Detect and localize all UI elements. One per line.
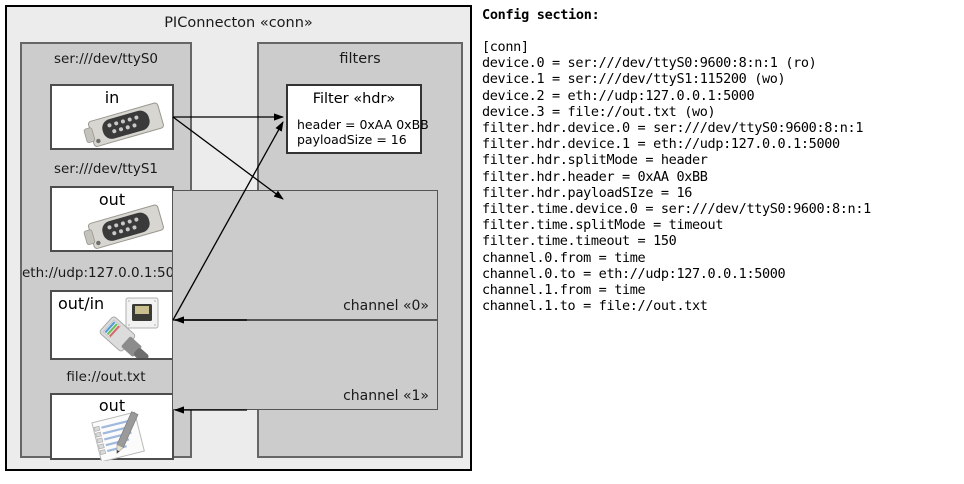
config-line: filter.hdr.device.0 = ser:///dev/ttyS0:9… xyxy=(482,120,864,137)
config-line: filter.time.device.0 = ser:///dev/ttyS0:… xyxy=(482,201,871,218)
serial-port-icon xyxy=(80,102,170,148)
config-line: filter.time.splitMode = timeout xyxy=(482,217,724,234)
config-line: device.0 = ser:///dev/ttyS0:9600:8:n:1 (… xyxy=(482,55,817,72)
config-line: device.3 = file://out.txt (wo) xyxy=(482,103,716,120)
filter-hdr-title: Filter «hdr» xyxy=(312,91,396,107)
config-line: device.2 = eth://udp:127.0.0.1:5000 xyxy=(482,87,755,104)
ethernet-plug-icon xyxy=(72,296,172,363)
filter-hdr-attr-header: header = 0xAA 0xBB xyxy=(297,117,429,132)
config-lines-list: [conn]device.0 = ser:///dev/ttyS0:9600:8… xyxy=(482,39,960,314)
devices-panel: ser:///dev/ttyS0 in xyxy=(20,42,192,463)
device-node-ttys1[interactable]: out xyxy=(50,186,174,252)
device-caption-ttys1: out xyxy=(98,190,126,209)
device-caption-file: out xyxy=(98,396,126,415)
device-node-ttys0[interactable]: in xyxy=(50,84,174,150)
channel-box-0[interactable]: channel «0» xyxy=(172,190,438,320)
device-label-ttys0: ser:///dev/ttyS0 xyxy=(54,51,158,67)
config-line: channel.0.from = time xyxy=(482,249,646,266)
config-line: filter.hdr.splitMode = header xyxy=(482,152,708,169)
channel-box-1[interactable]: channel «1» xyxy=(172,320,438,410)
config-line: channel.1.from = time xyxy=(482,282,646,299)
device-node-eth[interactable]: out/in xyxy=(50,290,174,363)
config-line: filter.time.timeout = 150 xyxy=(482,233,677,250)
text-file-icon xyxy=(82,411,162,463)
config-line: filter.hdr.device.1 = eth://udp:127.0.0.… xyxy=(482,136,840,153)
filter-node-hdr[interactable]: Filter «hdr» header = 0xAA 0xBB payloadS… xyxy=(286,84,429,154)
filter-hdr-attr-payloadsize: payloadSize = 16 xyxy=(297,132,407,147)
channel-0-label: channel «0» xyxy=(343,298,429,314)
config-heading: Config section: xyxy=(482,7,600,23)
config-line: channel.0.to = eth://udp:127.0.0.1:5000 xyxy=(482,265,786,282)
device-node-file[interactable]: out xyxy=(50,393,174,463)
channel-1-label: channel «1» xyxy=(343,388,429,404)
filters-panel-title: filters xyxy=(339,51,381,67)
config-line: [conn] xyxy=(482,39,529,55)
config-line: filter.hdr.payloadSIze = 16 xyxy=(482,184,692,201)
config-line: filter.hdr.header = 0xAA 0xBB xyxy=(482,168,708,185)
config-line: channel.1.to = file://out.txt xyxy=(482,298,708,315)
connector-diagram: PIConnecton «conn» ser:///dev/ttyS0 in xyxy=(5,5,472,471)
diagram-title: PIConnecton «conn» xyxy=(164,15,313,31)
device-label-eth: eth://udp:127.0.0.1:5000 xyxy=(22,265,192,281)
config-line: device.1 = ser:///dev/ttyS1:115200 (wo) xyxy=(482,71,786,88)
serial-port-icon xyxy=(80,204,170,250)
device-label-file: file://out.txt xyxy=(66,369,146,385)
device-caption-ttys0: in xyxy=(104,88,120,107)
device-label-ttys1: ser:///dev/ttyS1 xyxy=(54,161,158,177)
config-section: Config section: [conn]device.0 = ser:///… xyxy=(482,7,960,314)
device-caption-eth: out/in xyxy=(58,294,105,313)
